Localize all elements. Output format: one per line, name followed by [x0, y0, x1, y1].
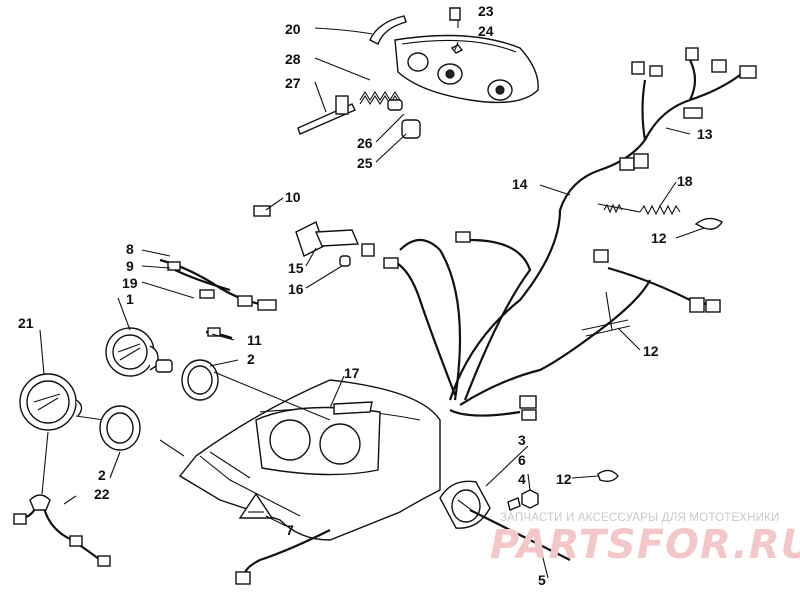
speedometer-gauge [19, 373, 105, 431]
callout-28: 28 [285, 51, 301, 67]
gauge-nut-washer [507, 489, 539, 511]
adjuster-screw [297, 95, 356, 135]
callout-9: 9 [126, 258, 134, 274]
callout-18: 18 [677, 173, 693, 189]
callout-10: 10 [285, 189, 301, 205]
callout-15: 15 [288, 260, 304, 276]
callout-24: 24 [478, 23, 494, 39]
callout-12: 12 [556, 471, 572, 487]
tachometer-gauge [105, 327, 173, 377]
callout-22: 22 [94, 486, 110, 502]
callout-4: 4 [518, 471, 526, 487]
callout-17: 17 [344, 365, 360, 381]
harness-loom [581, 291, 631, 337]
callout-20: 20 [285, 21, 301, 37]
callout-11: 11 [247, 332, 262, 348]
callout-6: 6 [518, 452, 526, 468]
temperature-sender-lead [13, 494, 111, 567]
gauge-seal-rings [99, 359, 219, 451]
callout-5: 5 [538, 572, 546, 588]
callout-25: 25 [357, 155, 373, 171]
callout-16: 16 [288, 281, 304, 297]
callout-2: 2 [98, 467, 106, 483]
callout-19: 19 [122, 275, 138, 291]
headlight-assembly [394, 34, 539, 104]
callout-1: 1 [126, 291, 134, 307]
callout-14: 14 [512, 176, 528, 192]
harness-connectors [361, 47, 757, 421]
callout-12: 12 [643, 343, 659, 359]
callout-3: 3 [518, 432, 526, 448]
callout-12: 12 [651, 230, 667, 246]
headlight-trim-strip [369, 15, 407, 45]
callout-labels: 20 23 24 28 27 26 25 13 14 18 10 12 15 1… [18, 3, 713, 588]
return-spring [597, 203, 681, 216]
callout-23: 23 [478, 3, 494, 19]
callout-7: 7 [286, 522, 294, 538]
watermark-caption: ЗАПЧАСТИ И АКСЕССУАРЫ ДЛЯ МОТОТЕХНИКИ [500, 512, 780, 524]
warning-decal [238, 492, 274, 519]
callout-27: 27 [285, 75, 301, 91]
gauge-wiring [159, 258, 277, 340]
lower-harness [235, 529, 331, 585]
bulb-socket [387, 99, 421, 139]
adjuster-spring [359, 90, 401, 106]
callout-26: 26 [357, 135, 373, 151]
leader-lines [39, 20, 705, 579]
cable-tie [597, 217, 723, 483]
instrument-panel-bezel [255, 401, 381, 476]
headlight-bracket-clip [449, 7, 461, 21]
callout-13: 13 [697, 126, 713, 142]
callout-2: 2 [247, 351, 255, 367]
fuel-gauge [439, 480, 491, 529]
mounting-bracket [253, 205, 360, 267]
callout-8: 8 [126, 241, 134, 257]
watermark-logo: PARTSFOR.RU [490, 522, 800, 568]
callout-21: 21 [18, 315, 34, 331]
gauge-sender-cable [469, 509, 571, 561]
